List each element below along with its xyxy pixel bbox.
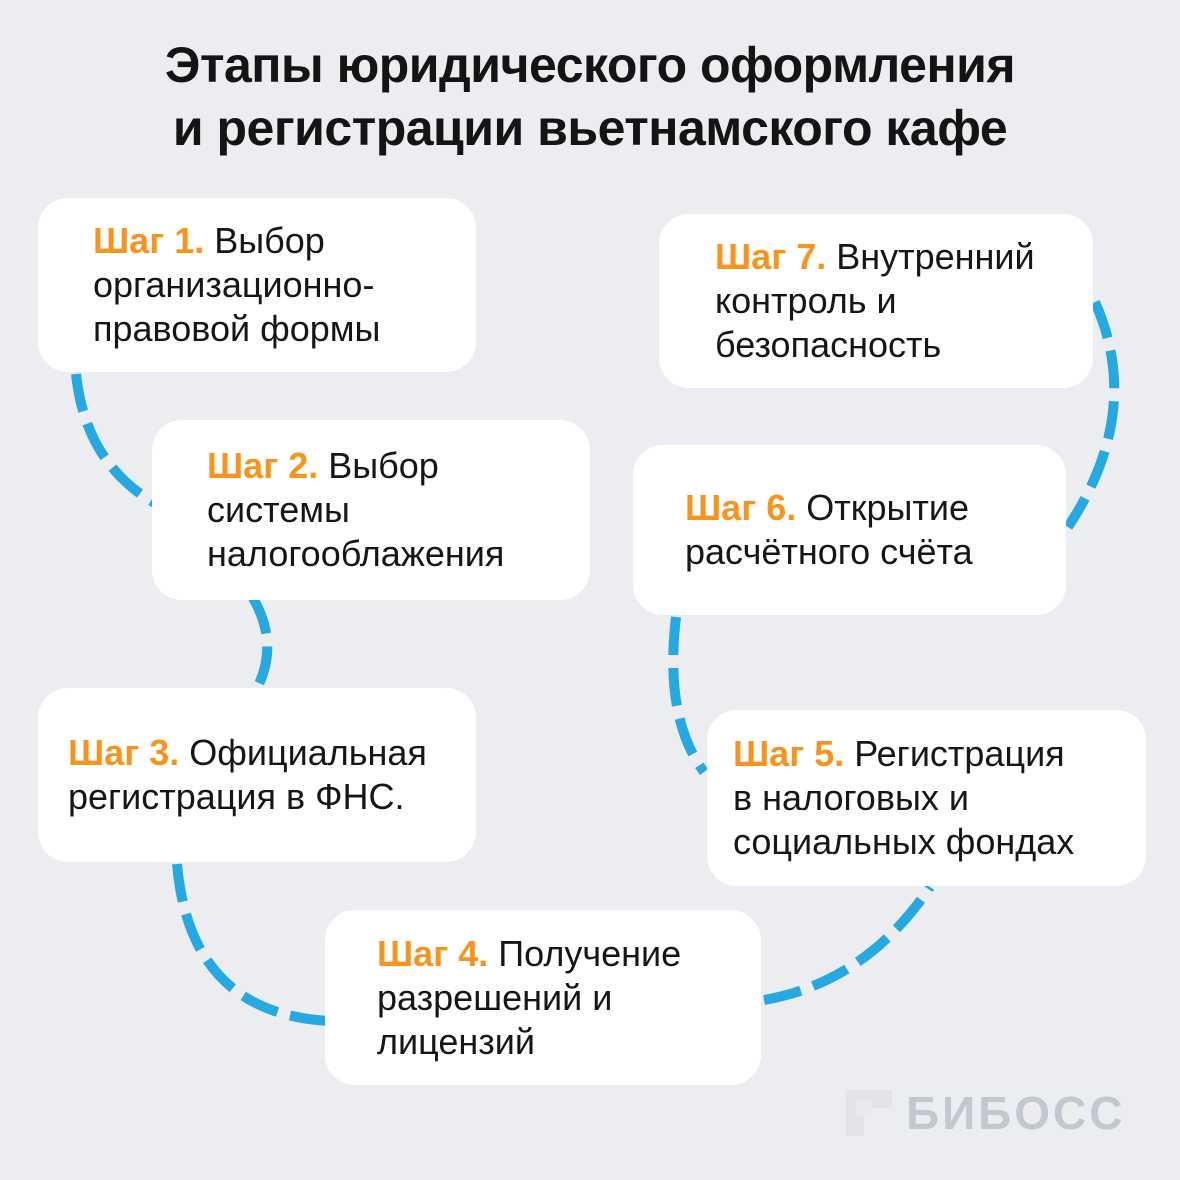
- step-card-1: Шаг 1. Выбор организационно- правовой фо…: [38, 198, 476, 372]
- step-card-5: Шаг 5. Регистрация в налоговых и социаль…: [707, 710, 1146, 886]
- step-2-text: Шаг 2. Выбор системы налогооблажения: [207, 444, 504, 576]
- biboss-logo-icon: [846, 1090, 892, 1136]
- connector-step3-step4: [172, 863, 331, 1026]
- step-5-label: Шаг 5.: [733, 733, 845, 774]
- connector-step1-step2: [71, 373, 165, 512]
- step-card-4: Шаг 4. Получение разрешений и лицензий: [325, 910, 761, 1085]
- step-1-label: Шаг 1.: [93, 220, 205, 261]
- step-4-label: Шаг 4.: [377, 932, 489, 974]
- step-6-body: Открытие расчётного счёта: [685, 487, 973, 572]
- step-1-text: Шаг 1. Выбор организационно- правовой фо…: [93, 219, 380, 351]
- connector-step6-step5: [668, 616, 709, 775]
- step-6-text: Шаг 6. Открытие расчётного счёта: [685, 486, 973, 574]
- connector-step2-step3: [248, 595, 273, 693]
- step-5-text: Шаг 5. Регистрация в налоговых и социаль…: [733, 732, 1074, 864]
- biboss-logo: БИБОСС: [846, 1086, 1125, 1140]
- step-5-body: Регистрация в налоговых и социальных фон…: [733, 733, 1075, 862]
- step-4-text: Шаг 4. Получение разрешений и лицензий: [377, 932, 681, 1064]
- biboss-logo-text: БИБОСС: [906, 1087, 1126, 1139]
- step-card-3: Шаг 3. Официальная регистрация в ФНС.: [38, 688, 476, 862]
- step-7-label: Шаг 7.: [715, 236, 827, 277]
- step-2-label: Шаг 2.: [207, 445, 319, 486]
- step-1-body: Выбор организационно- правовой формы: [93, 220, 381, 349]
- step-2-body: Выбор системы налогооблажения: [207, 445, 505, 574]
- step-card-6: Шаг 6. Открытие расчётного счёта: [633, 445, 1066, 615]
- connector-step4-step5: [763, 884, 935, 1005]
- step-3-text: Шаг 3. Официальная регистрация в ФНС.: [68, 731, 427, 819]
- step-3-label: Шаг 3.: [68, 732, 180, 773]
- step-6-label: Шаг 6.: [685, 487, 797, 528]
- step-7-text: Шаг 7. Внутренний контроль и безопасност…: [715, 235, 1035, 367]
- logo-icon-square-mid: [856, 1100, 872, 1116]
- step-card-2: Шаг 2. Выбор системы налогооблажения: [152, 420, 590, 600]
- step-card-7: Шаг 7. Внутренний контроль и безопасност…: [659, 214, 1093, 388]
- step-7-body: Внутренний контроль и безопасность: [715, 236, 1035, 365]
- infographic-title: Этапы юридического оформления и регистра…: [164, 37, 1016, 156]
- step-3-body: Официальная регистрация в ФНС.: [68, 732, 427, 817]
- connector-step7-step6: [1063, 299, 1120, 530]
- step-4-body: Получение разрешений и лицензий: [377, 932, 682, 1062]
